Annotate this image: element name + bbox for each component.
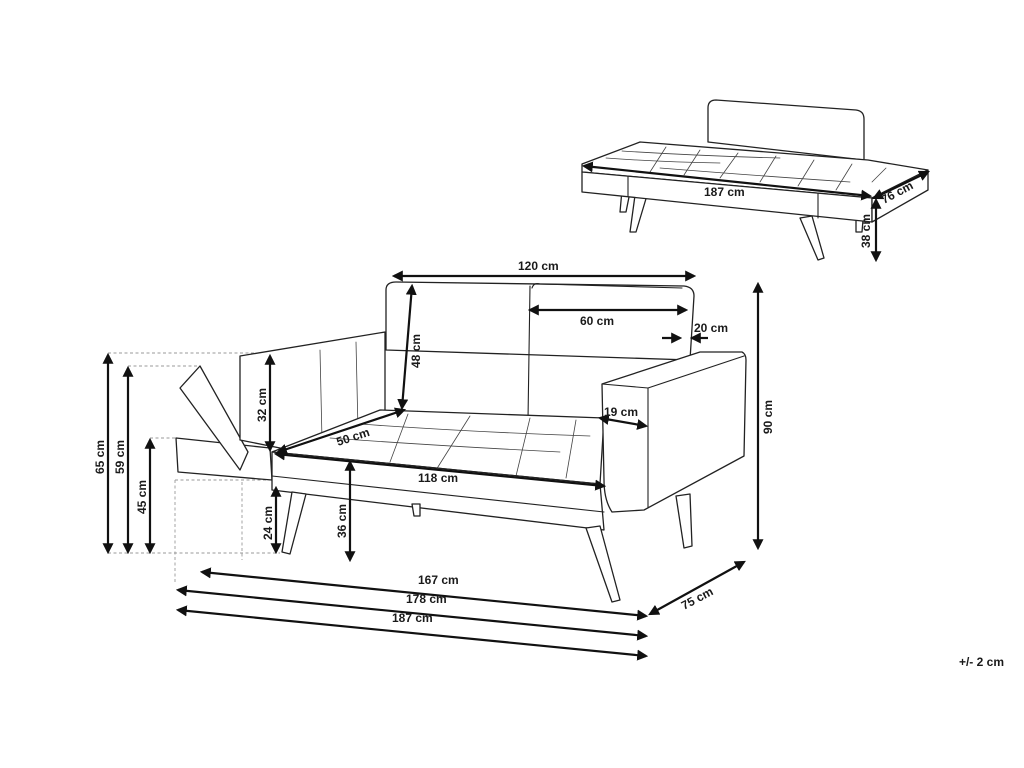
label-h65: 65 cm [93, 440, 107, 474]
label-cushion-width: 60 cm [580, 314, 614, 328]
dim-line-top-depth [872, 170, 930, 200]
dim-line-seat-depth [275, 407, 407, 455]
label-top-width: 187 cm [704, 185, 745, 199]
label-w167: 167 cm [418, 573, 459, 587]
dim-line-top-width [581, 161, 873, 201]
dim-line-w187 [175, 605, 649, 661]
label-top-seat-height: 38 cm [859, 214, 873, 248]
label-seat-width: 118 cm [418, 471, 458, 485]
dim-line-depth [648, 560, 746, 616]
label-w187: 187 cm [392, 611, 433, 625]
sofa-view [108, 281, 747, 603]
label-back-frame: 20 cm [694, 321, 728, 335]
dimension-lines [102, 161, 930, 661]
label-seat-height: 36 cm [335, 504, 349, 538]
label-total-height: 90 cm [761, 400, 775, 434]
label-back-width: 120 cm [518, 259, 559, 273]
label-w178: 178 cm [406, 592, 447, 606]
label-h45: 45 cm [135, 480, 149, 514]
label-leg-height: 24 cm [261, 506, 275, 540]
dim-line-arm-width [597, 414, 649, 430]
label-back-height: 48 cm [409, 334, 423, 368]
dim-line-seat-width [273, 449, 607, 491]
label-arm-height: 32 cm [255, 388, 269, 422]
tolerance-note: +/- 2 cm [958, 655, 1004, 669]
label-h59: 59 cm [113, 440, 127, 474]
dim-line-back-height [397, 283, 417, 411]
label-arm-width: 19 cm [604, 405, 638, 419]
